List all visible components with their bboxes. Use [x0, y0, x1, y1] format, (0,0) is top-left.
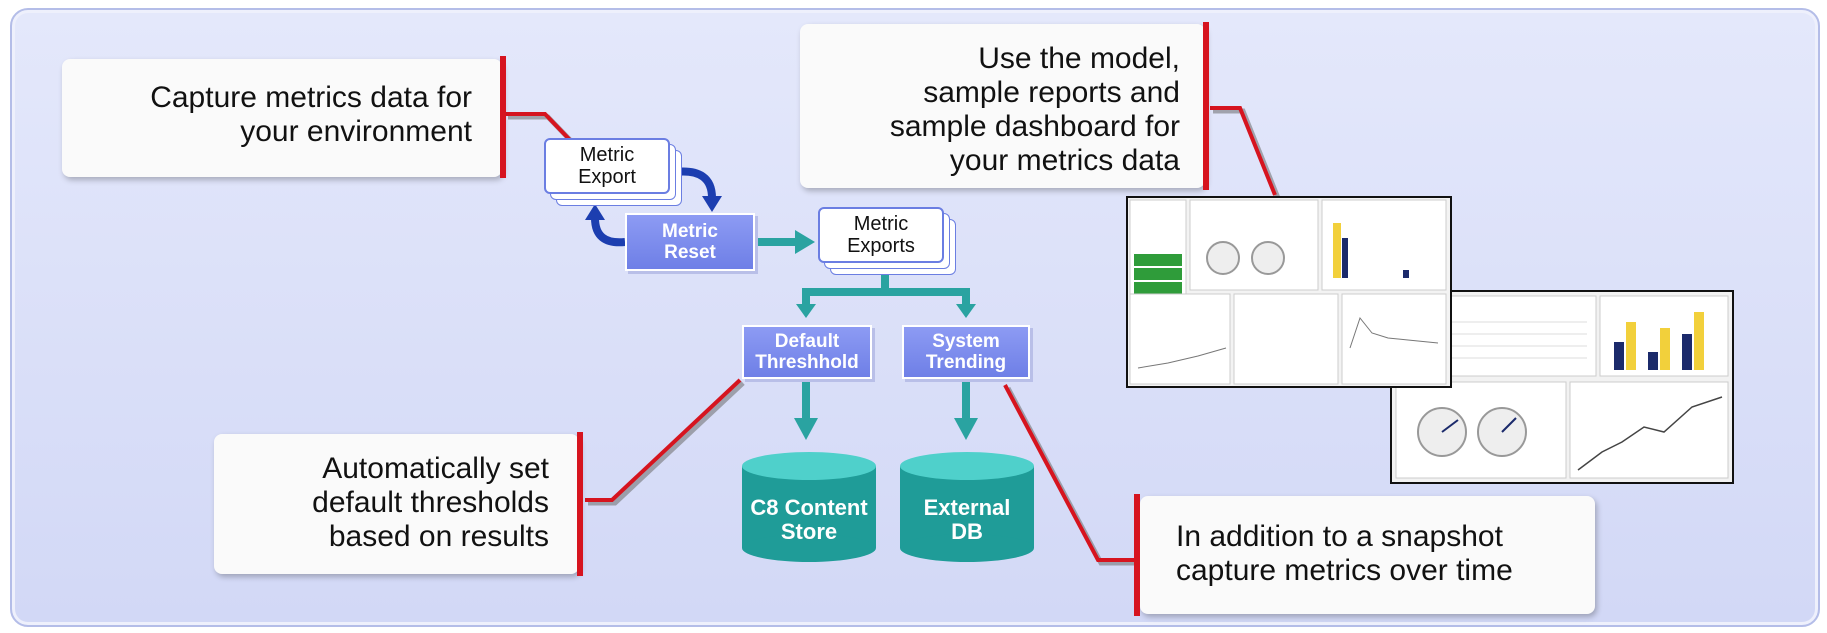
system-trending-line2: Trending — [925, 352, 1007, 373]
default-threshold-line2: Threshhold — [755, 352, 859, 373]
callout-snapshot: In addition to a snapshot capture metric… — [1140, 496, 1595, 614]
callout-capture-line1: Capture metrics data for — [150, 81, 472, 114]
metric-export-line1: Metric — [579, 144, 635, 166]
content-store-line2: Store — [780, 519, 838, 544]
external-db-label: External DB — [900, 496, 1034, 544]
default-threshold-line1: Default — [774, 331, 840, 352]
callout-thresholds: Automatically set default thresholds bas… — [214, 434, 579, 574]
metric-export-stack: Metric Export — [544, 138, 684, 210]
default-threshold-box: Default Threshhold — [742, 325, 872, 379]
content-store-label: C8 Content Store — [742, 496, 876, 544]
callout-snapshot-bar — [1134, 494, 1140, 616]
callout-model-line4: your metrics data — [949, 144, 1180, 177]
report-thumbnail-front — [1126, 196, 1452, 388]
metric-reset-box: Metric Reset — [625, 213, 755, 271]
leader-model — [1210, 106, 1277, 196]
callout-thresholds-line3: based on results — [328, 520, 549, 553]
callout-thresholds-line1: Automatically set — [322, 452, 549, 485]
system-trending-box: System Trending — [902, 325, 1030, 379]
leader-snapshot — [1003, 384, 1140, 562]
callout-capture-line2: your environment — [240, 115, 472, 148]
callout-snapshot-line1: In addition to a snapshot — [1176, 520, 1503, 553]
leader-capture — [505, 112, 572, 142]
callout-snapshot-line2: capture metrics over time — [1176, 554, 1513, 587]
leader-thresholds — [585, 378, 742, 502]
cylinder-external-db — [900, 452, 1034, 562]
flow-arrows — [758, 238, 970, 420]
metric-exports-stack: Metric Exports — [818, 207, 958, 279]
leader-lines — [505, 106, 1277, 562]
metric-export-line2: Export — [578, 166, 636, 188]
external-db-line2: DB — [951, 519, 983, 544]
metric-reset-line2: Reset — [664, 242, 716, 263]
callout-model-bar — [1203, 22, 1209, 190]
callout-model-line3: sample dashboard for — [889, 110, 1180, 143]
callout-model-line2: sample reports and — [923, 76, 1180, 109]
content-store-line1: C8 Content — [750, 495, 868, 520]
callout-model-line1: Use the model, — [978, 42, 1180, 75]
callout-thresholds-line2: default thresholds — [312, 486, 549, 519]
external-db-line1: External — [923, 495, 1011, 520]
callout-thresholds-bar — [577, 432, 583, 576]
metric-exports-line1: Metric — [853, 213, 909, 235]
callout-model: Use the model, sample reports and sample… — [800, 24, 1205, 188]
callout-capture: Capture metrics data for your environmen… — [62, 59, 502, 177]
metric-reset-line1: Metric — [662, 221, 718, 242]
report-thumbnail-front-graphic — [1128, 198, 1450, 386]
cylinder-content-store — [742, 452, 876, 562]
callout-capture-bar — [500, 56, 506, 178]
system-trending-line1: System — [932, 331, 1000, 352]
loop-arrow-up — [591, 217, 626, 247]
metric-exports-line2: Exports — [847, 235, 915, 257]
